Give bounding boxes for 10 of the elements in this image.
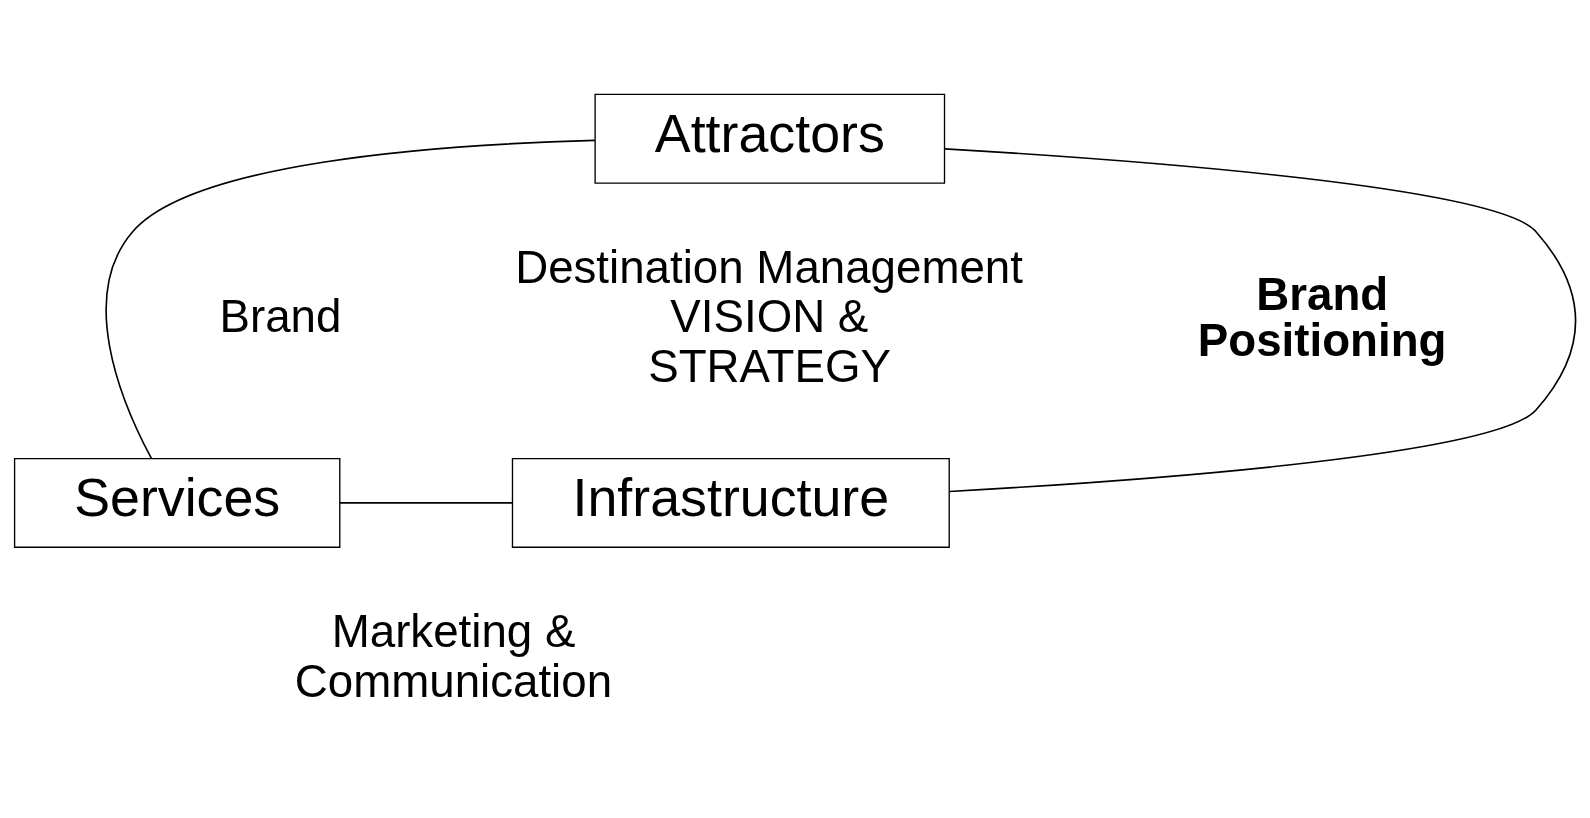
label: Brand [219, 291, 342, 342]
connector [339, 501, 513, 504]
node-box: Attractors [594, 93, 946, 184]
node-box: Infrastructure [511, 457, 950, 548]
connector [943, 147, 1577, 492]
label: Brand Positioning [1197, 268, 1447, 366]
connector [105, 139, 596, 459]
label: Marketing & Communication [294, 605, 613, 707]
label: Destination Management VISION & STRATEGY [515, 241, 1023, 392]
node-box: Services [13, 457, 341, 548]
